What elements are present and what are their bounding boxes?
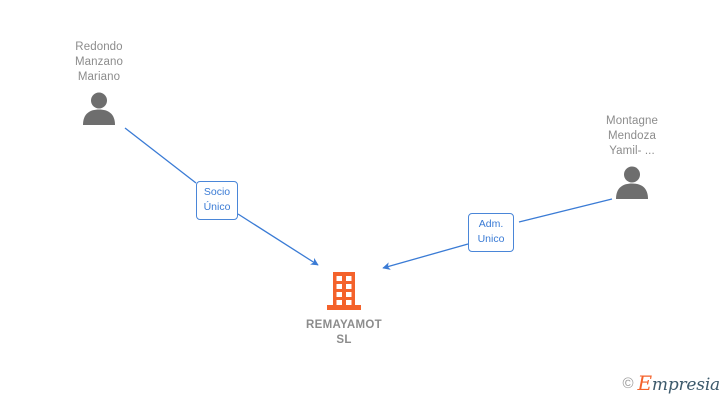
edge-label-socio-unico[interactable]: Socio Único (196, 181, 238, 220)
node-person-redondo-manzano-mariano[interactable]: Redondo Manzano Mariano (24, 40, 174, 125)
company-name-label: REMAYAMOT SL (306, 319, 382, 346)
node-person-montagne-mendoza-yamil[interactable]: Montagne Mendoza Yamil- ... (557, 114, 707, 199)
node-company-remayamot-sl[interactable]: REMAYAMOT SL (264, 272, 424, 348)
edge-line-socio-unico (124, 127, 197, 184)
edge-line-adm-unico (518, 198, 613, 223)
person-name-label: Montagne Mendoza Yamil- ... (606, 115, 658, 157)
person-icon (616, 166, 648, 199)
person-name-label: Redondo Manzano Mariano (74, 41, 123, 83)
edge-line-adm-unico-arrow (382, 243, 469, 270)
brand-wordmark: Empresia (638, 373, 721, 394)
brand-rest: mpresia (651, 375, 720, 395)
person-icon (83, 92, 115, 125)
edge-label-adm-unico[interactable]: Adm. Unico (468, 213, 514, 252)
brand-initial: E (637, 371, 653, 395)
building-icon (327, 272, 361, 310)
copyright-icon: © (622, 375, 634, 392)
empresia-watermark: © Empresia (622, 373, 720, 394)
edge-line-socio-unico-arrow (237, 213, 319, 266)
